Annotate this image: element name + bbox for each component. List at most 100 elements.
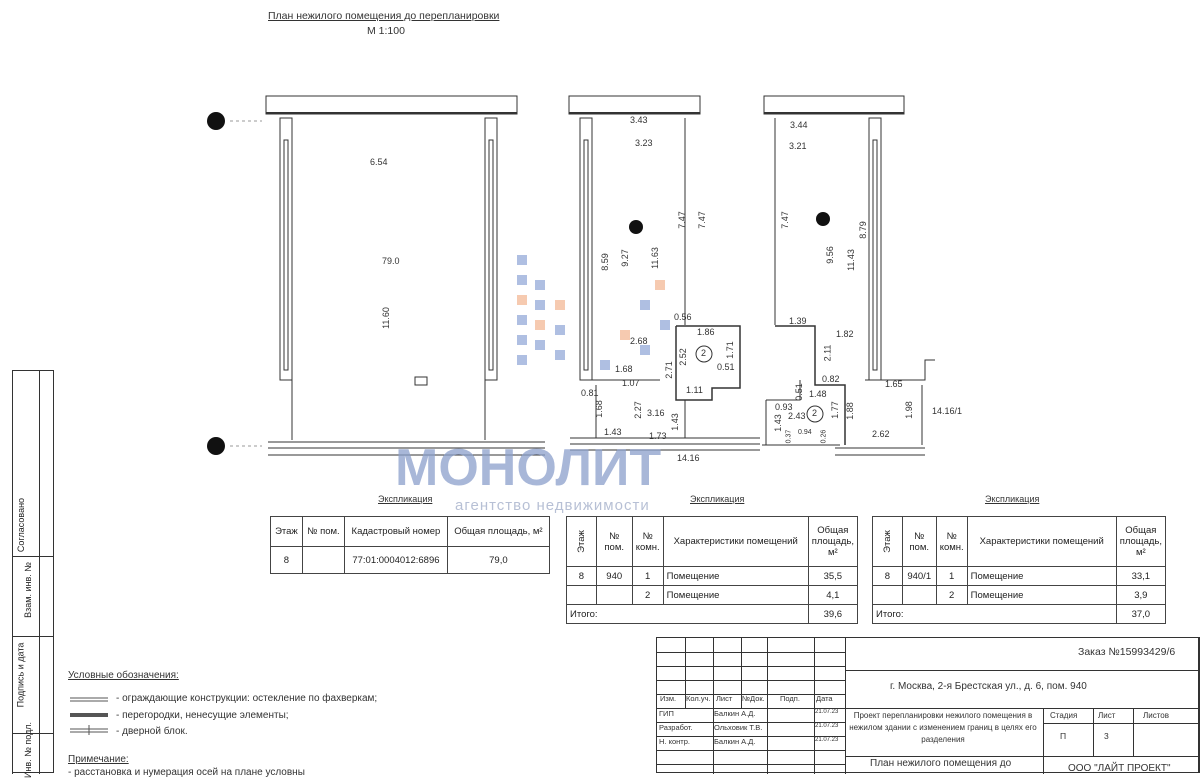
order-number: Заказ №15993429/6 — [1078, 646, 1176, 658]
cell: Помещение — [966, 585, 1117, 605]
total-value: 37,0 — [1115, 604, 1167, 624]
dimension-label: 0.81 — [581, 388, 599, 398]
dimension-label: 3.21 — [789, 141, 807, 151]
total-value: 39,6 — [807, 604, 859, 624]
dimension-label: 1.43 — [772, 414, 783, 432]
dimension-label: 1.77 — [829, 401, 840, 419]
dimension-label: 9.56 — [824, 246, 835, 264]
dimension-label: 9.27 — [619, 249, 630, 267]
header-cell: Общая площадь, м² — [1115, 516, 1167, 567]
dimension-label: 3.43 — [630, 115, 648, 125]
cell: Помещение — [662, 585, 809, 605]
room-number-marker: 2 — [812, 408, 818, 418]
col-header: Изм. — [660, 694, 677, 703]
dimension-label: 2.27 — [632, 401, 643, 419]
dimension-label: 8.79 — [857, 221, 868, 239]
axis-marker — [207, 112, 225, 130]
col-header: Дата — [816, 694, 833, 703]
company-name: ООО "ЛАЙТ ПРОЕКТ" — [1068, 763, 1171, 774]
cell: 33,1 — [1115, 566, 1167, 586]
stamp-label: Подпись и дата — [15, 642, 26, 708]
legend-symbols — [70, 697, 108, 735]
dimension-label: 1.73 — [649, 431, 667, 441]
header-cell: № комн. — [631, 516, 664, 567]
header-cell: Характеристики помещений — [662, 516, 809, 567]
side-stamp — [12, 370, 54, 774]
role: ГИП — [659, 709, 674, 718]
cell: 1 — [631, 566, 664, 586]
date: 21.07.23 — [815, 709, 839, 715]
dimension-label: 1.98 — [903, 401, 914, 419]
cell: 79,0 — [446, 546, 551, 574]
dimension-label: 1.43 — [669, 413, 680, 431]
cell: 8 — [270, 546, 303, 574]
legend-title: Условные обозначения: — [68, 670, 179, 681]
room-area-label: 79.0 — [382, 256, 400, 266]
header-cell: Этаж — [270, 516, 303, 547]
cell: Помещение — [966, 566, 1117, 586]
total-row: Итого:37,0 — [872, 604, 1167, 624]
person-name: Балкин А.Д. — [714, 709, 756, 718]
table3-title: Экспликация — [985, 494, 1040, 504]
dimension-label: 0.82 — [822, 374, 840, 384]
cell: 3,9 — [1115, 585, 1167, 605]
stamp-label: Взам. инв. № — [22, 562, 33, 618]
dimension-label: 1.11 — [686, 385, 703, 395]
cell: 35,5 — [807, 566, 859, 586]
header-cell: № пом. — [301, 516, 346, 547]
dimension-label: 3.23 — [635, 138, 653, 148]
header-cell: Общая площадь, м² — [446, 516, 551, 547]
dimension-label: 0.26 — [820, 429, 828, 444]
dimension-label: 1.68 — [593, 400, 604, 418]
dimension-label: 7.47 — [696, 211, 707, 229]
person-name: Ольховик Т.В. — [714, 723, 763, 732]
dimension-label: 14.16/1 — [932, 406, 963, 416]
cell: 940/1 — [901, 566, 937, 586]
dimension-label: 1.71 — [724, 341, 735, 359]
dimension-label: 0.51 — [793, 383, 804, 401]
header-cell: Характеристики помещений — [966, 516, 1117, 567]
cell: 8 — [872, 566, 903, 586]
watermark-brand: МОНОЛИТ — [395, 439, 662, 497]
cell — [595, 585, 633, 605]
dimension-label: 1.39 — [789, 316, 807, 326]
watermark-tagline: агентство недвижимости — [455, 497, 650, 514]
table2-title: Экспликация — [690, 494, 745, 504]
cell: 4,1 — [807, 585, 859, 605]
dimension-label: 0.93 — [775, 402, 793, 412]
axis-marker — [629, 220, 643, 234]
note-title: Примечание: — [68, 754, 129, 765]
dimension-label: 3.44 — [790, 120, 808, 130]
header-cell: Кадастровый номер — [344, 516, 448, 547]
cell — [872, 585, 903, 605]
dimension-label: 3.16 — [647, 408, 665, 418]
col-header: Лист — [716, 694, 733, 703]
drawing-title: План нежилого помещения до перепланировк… — [268, 10, 500, 22]
dimension-label: 7.47 — [676, 211, 687, 229]
room-marker-circle — [806, 405, 824, 423]
header-cell: № пом. — [595, 516, 633, 567]
dimension-label: 1.88 — [844, 402, 855, 420]
cell: 1 — [935, 566, 968, 586]
cell — [301, 546, 346, 574]
role: Разработ. — [659, 723, 693, 732]
axis-marker — [816, 212, 830, 226]
drawing-scale: М 1:100 — [367, 25, 405, 37]
dimension-label: 2.43 — [788, 411, 806, 421]
legend-item: - перегородки, ненесущие элементы; — [116, 710, 289, 721]
table1-title: Экспликация — [378, 494, 433, 504]
cell: 8 — [566, 566, 597, 586]
sheet-value: 3 — [1104, 731, 1109, 741]
col-header: Подп. — [780, 694, 800, 703]
dimension-label: 0.37 — [785, 429, 793, 444]
sheets-label: Листов — [1143, 711, 1169, 720]
dimension-label: 11.60 — [380, 307, 391, 329]
header-cell: Этаж — [881, 530, 893, 553]
role: Н. контр. — [659, 737, 690, 746]
